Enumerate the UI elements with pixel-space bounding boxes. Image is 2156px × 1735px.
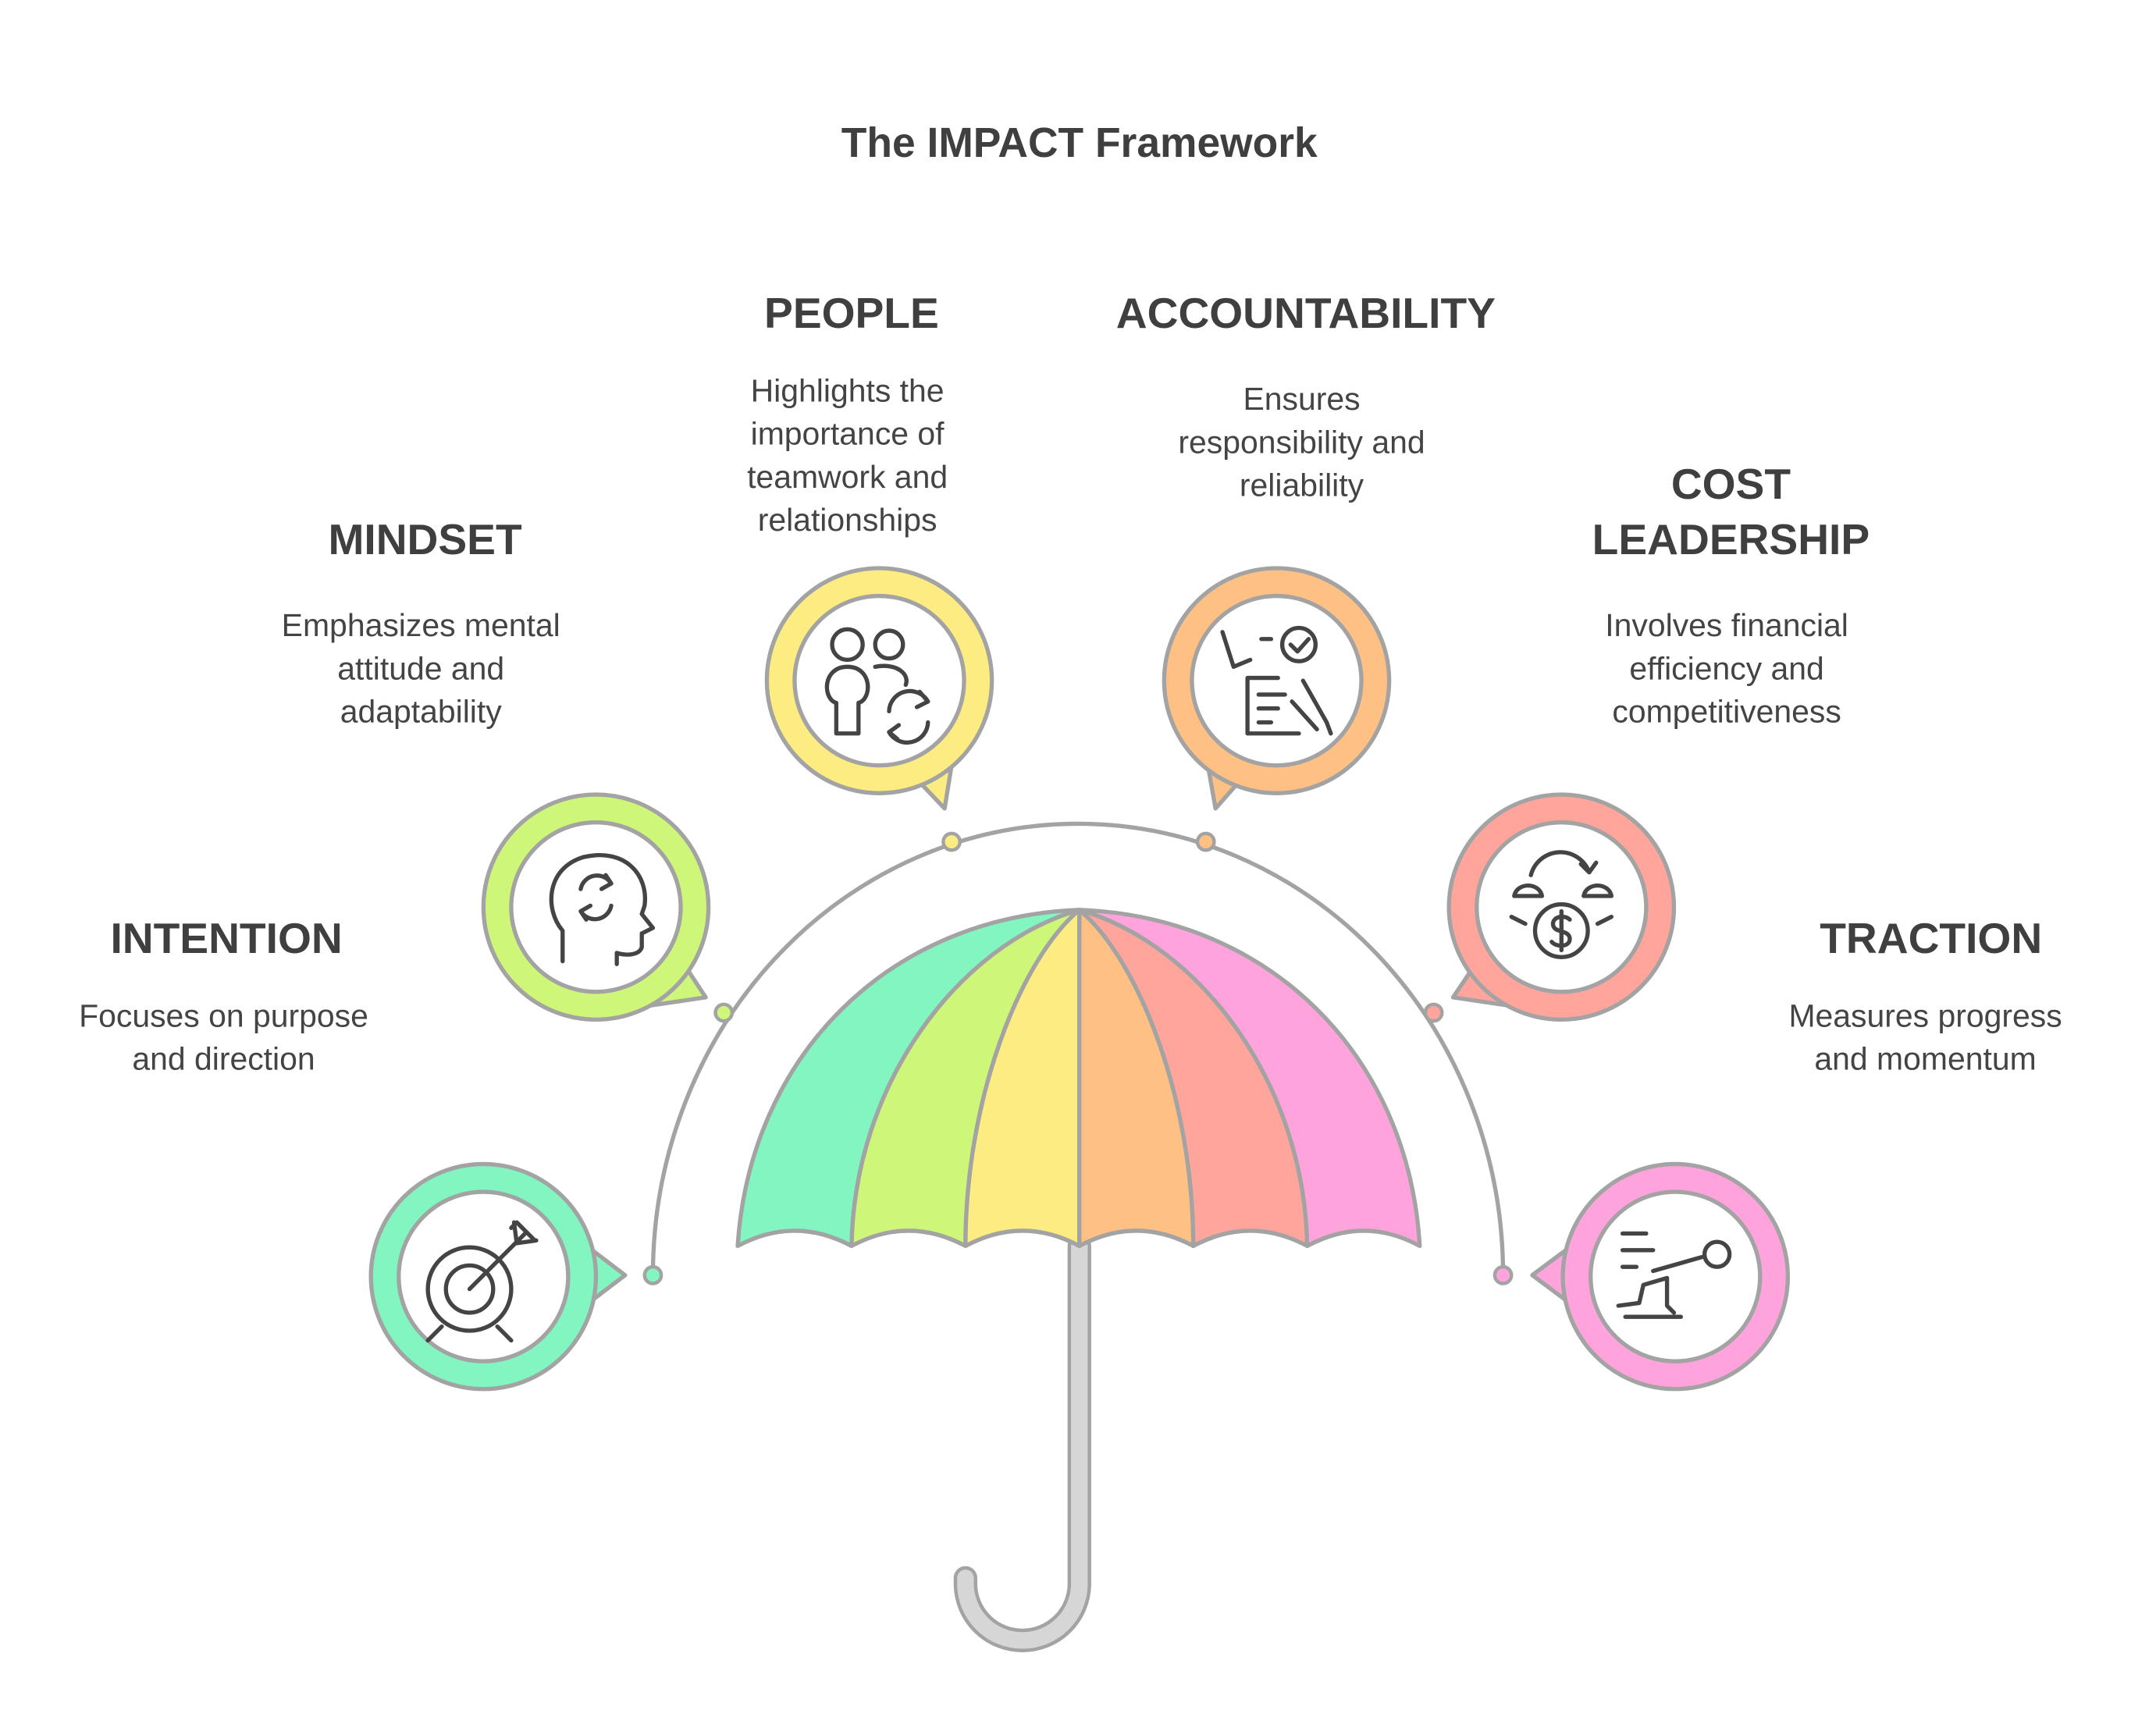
item-desc: Involves financial (1605, 607, 1848, 643)
dot-cost (1423, 1002, 1444, 1023)
bubble-cost (1446, 792, 1677, 1022)
dot-traction (1492, 1264, 1514, 1285)
item-desc: importance of (751, 416, 945, 452)
item-title: COST (1671, 460, 1791, 508)
people-cycle-icon (824, 627, 930, 745)
item-title: ACCOUNTABILITY (1116, 289, 1496, 337)
item-title: LEADERSHIP (1592, 515, 1870, 564)
bubble-people (764, 566, 994, 811)
label-accountability: ACCOUNTABILITY Ensures responsibility an… (1116, 289, 1496, 503)
umbrella-canopy (735, 908, 1422, 1249)
item-desc: Measures progress (1788, 997, 2062, 1033)
bubble-traction (1530, 1161, 1791, 1392)
item-title: INTENTION (110, 914, 342, 962)
label-people: PEOPLE Highlights the importance of team… (747, 289, 948, 538)
dot-people (941, 831, 962, 852)
bubble-accountability (1162, 566, 1392, 811)
item-title: PEOPLE (764, 289, 939, 337)
item-title: MINDSET (328, 515, 522, 564)
item-desc: responsibility and (1178, 424, 1425, 460)
item-desc: efficiency and (1629, 650, 1824, 686)
item-desc: attitude and (337, 650, 504, 686)
dot-accountability (1195, 831, 1216, 852)
checklist-hands-icon (1220, 625, 1333, 736)
umbrella-handle (953, 1234, 1091, 1652)
dot-intention (642, 1264, 664, 1285)
canopy-segment-traction (1077, 908, 1422, 1249)
bubble-intention (368, 1161, 628, 1392)
running-figure-icon (1616, 1231, 1732, 1319)
item-desc: competitiveness (1612, 694, 1841, 730)
bubble-mindset (481, 792, 711, 1022)
item-desc: relationships (758, 502, 937, 538)
item-desc: and momentum (1814, 1040, 2036, 1076)
outer-arc (650, 821, 1506, 1275)
diagram-title: The IMPACT Framework (841, 120, 1318, 166)
item-desc: reliability (1240, 467, 1364, 503)
label-cost-leadership: COST LEADERSHIP Involves financial effic… (1592, 460, 1870, 730)
item-desc: Focuses on purpose (79, 997, 368, 1033)
item-desc: and direction (132, 1040, 315, 1076)
label-intention: INTENTION Focuses on purpose and directi… (79, 914, 368, 1076)
item-desc: Highlights the (751, 372, 945, 408)
item-desc: adaptability (340, 694, 503, 730)
canopy-segment-people (963, 908, 1082, 1249)
arc-dots (642, 831, 1514, 1285)
item-title: TRACTION (1820, 914, 2042, 962)
item-desc: teamwork and (747, 459, 948, 495)
item-desc: Emphasizes mental (282, 607, 560, 643)
head-arrows-icon (549, 853, 656, 966)
label-mindset: MINDSET Emphasizes mental attitude and a… (282, 515, 560, 729)
label-traction: TRACTION Measures progress and momentum (1788, 914, 2062, 1076)
item-desc: Ensures (1243, 381, 1360, 417)
dot-mindset (713, 1002, 735, 1023)
money-cycle-icon (1509, 850, 1614, 959)
target-icon (425, 1220, 539, 1343)
